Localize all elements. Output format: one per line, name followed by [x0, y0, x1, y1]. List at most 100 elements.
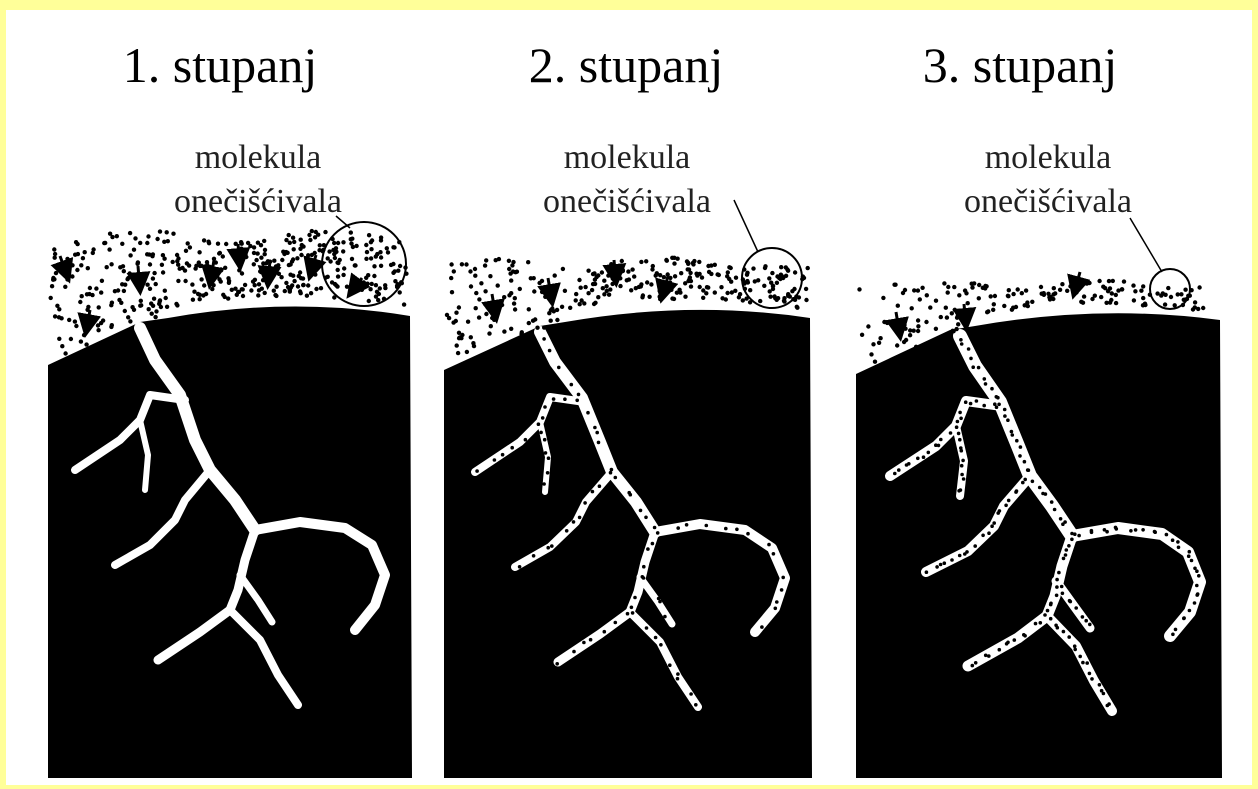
stage-2-molecule [713, 263, 717, 267]
stage-2-molecule [502, 329, 506, 333]
stage-1-molecule [349, 230, 353, 234]
stage-1-molecule [88, 321, 92, 325]
stage-3-molecule [993, 294, 997, 298]
stage-3-molecule [928, 305, 932, 309]
stage-2-molecule [455, 343, 459, 347]
stage-1-molecule [193, 266, 197, 270]
stage-3-pore-molecule [960, 449, 964, 453]
stage-2-molecule [568, 306, 572, 310]
stage-1-molecule [164, 296, 168, 300]
stage-1-molecule [135, 262, 139, 266]
stage-1-molecule [246, 241, 250, 245]
stage-1-molecule [391, 245, 395, 249]
stage-3-molecule [860, 333, 864, 337]
stage-2-pore-molecule [570, 383, 574, 387]
stage-3-molecule [1040, 292, 1044, 296]
stage-1-molecule [288, 273, 292, 277]
stage-2-molecule [509, 327, 513, 331]
stage-1-molecule [128, 319, 132, 323]
stage-1-molecule [201, 293, 205, 297]
stage-2-molecule [741, 298, 745, 302]
stage-1-molecule [122, 269, 126, 273]
stage-1-molecule [308, 263, 312, 267]
stage-1-molecule [369, 247, 373, 251]
stage-1-molecule [364, 243, 368, 247]
stage-2-molecule [786, 294, 790, 298]
stage-1-molecule [243, 249, 247, 253]
stage-2-molecule [719, 285, 723, 289]
stage-2-molecule [457, 305, 461, 309]
stage-1-molecule [372, 264, 376, 268]
stage-2-molecule [553, 273, 557, 277]
stage-1-molecule [263, 248, 267, 252]
stage-2-pore-molecule [557, 366, 561, 370]
stage-1-molecule [174, 302, 178, 306]
stage-3-pore-molecule [1182, 616, 1186, 620]
stage-1-molecule [249, 288, 253, 292]
stage-1-molecule [100, 279, 104, 283]
stage-1-molecule [206, 240, 210, 244]
stage-3-pore-molecule [1085, 661, 1089, 665]
stage-2-molecule [797, 295, 801, 299]
stage-1-molecule [234, 242, 238, 246]
stage-1-molecule [152, 271, 156, 275]
stage-1-molecule [221, 293, 225, 297]
stage-1-molecule [307, 233, 311, 237]
stage-1-molecule [205, 260, 209, 264]
stage-3-pore-molecule [971, 365, 975, 369]
stage-1-molecule [360, 288, 364, 292]
stage-2-molecule [452, 269, 456, 273]
stage-1-molecule [264, 261, 268, 265]
stage-3-molecule [1108, 286, 1112, 290]
stage-3-pore-molecule [1021, 481, 1025, 485]
stage-1-molecule [383, 286, 387, 290]
stage-1-molecule [349, 241, 353, 245]
stage-3-molecule [1166, 286, 1170, 290]
stage-2-molecule [502, 295, 506, 299]
stage-3-pore-molecule [1061, 592, 1065, 596]
stage-3-pore-molecule [939, 438, 943, 442]
stage-3-pore-molecule [963, 552, 967, 556]
stage-1-molecule [272, 259, 276, 263]
stage-2-pore-molecule [689, 692, 693, 696]
stage-3-pore-molecule [992, 521, 996, 525]
stage-2-molecule [644, 259, 648, 263]
stage-2-pore-molecule [775, 600, 779, 604]
stage-2-molecule [804, 298, 808, 302]
stage-2-molecule [535, 326, 539, 330]
stage-3-pore-molecule [1088, 672, 1092, 676]
stage-3-pore-molecule [1027, 468, 1031, 472]
stage-1-molecule [268, 260, 272, 264]
stage-1-panel [48, 216, 412, 778]
stage-3-molecule [1082, 294, 1086, 298]
stage-3-molecule [1053, 291, 1057, 295]
stage-3-pore-molecule [1018, 454, 1022, 458]
stage-3-molecule [1007, 288, 1011, 292]
stage-2-pore-molecule [543, 405, 547, 409]
stage-1-molecule [73, 319, 77, 323]
stage-2-molecule [468, 269, 472, 273]
stage-2-molecule [590, 288, 594, 292]
stage-1-molecule [379, 255, 383, 259]
stage-2-pore-molecule [597, 441, 601, 445]
stage-3-pore-molecule [1102, 692, 1106, 696]
stage-3-pore-molecule [1073, 532, 1077, 536]
stage-2-molecule [543, 295, 547, 299]
stage-2-molecule [605, 289, 609, 293]
stage-3-molecule [916, 329, 920, 333]
stage-1-molecule [369, 256, 373, 260]
stage-2-molecule [488, 274, 492, 278]
stage-3-molecule [957, 293, 961, 297]
stage-1-molecule [313, 272, 317, 276]
stage-2-molecule [727, 265, 731, 269]
stage-2-pore-molecule [610, 468, 614, 472]
stage-1-molecule [305, 294, 309, 298]
stage-2-molecule [691, 262, 695, 266]
stage-2-molecule [593, 301, 597, 305]
stage-1-molecule [288, 288, 292, 292]
stage-1-molecule [391, 271, 395, 275]
stage-2-molecule [507, 259, 511, 263]
stage-2-molecule [512, 301, 516, 305]
stage-2-pore-molecule [724, 527, 728, 531]
stage-2-molecule [483, 263, 487, 267]
